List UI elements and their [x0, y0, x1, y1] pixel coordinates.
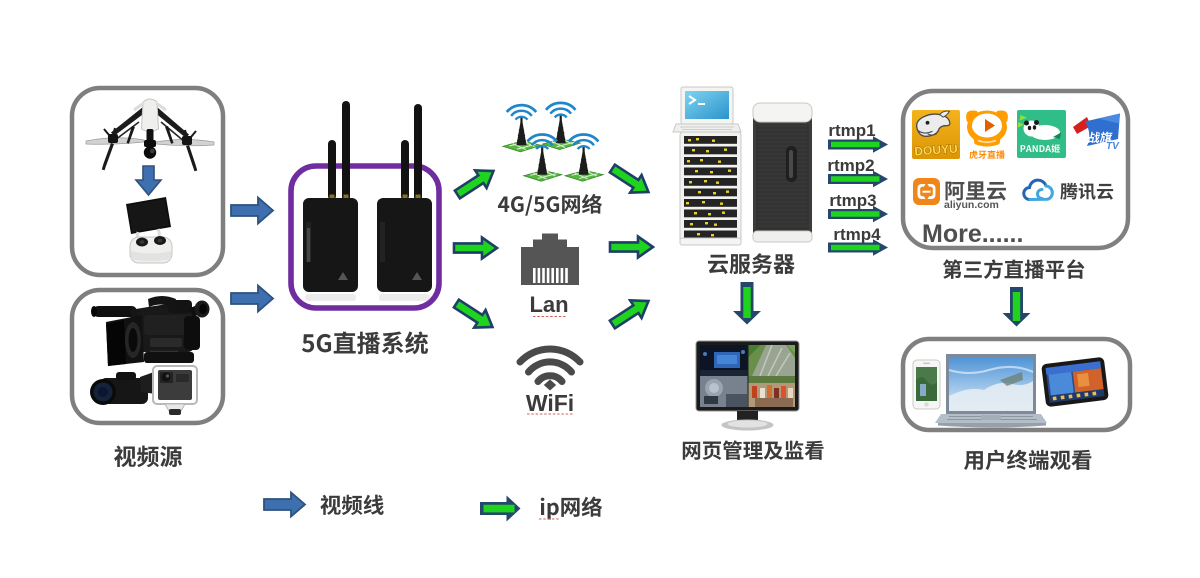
svg-text:rtmp3: rtmp3	[829, 191, 876, 210]
svg-text:DOUYU: DOUYU	[914, 142, 958, 159]
svg-text:rtmp1: rtmp1	[828, 121, 875, 140]
svg-text:rtmp4: rtmp4	[833, 225, 881, 244]
svg-text:Lan: Lan	[529, 292, 568, 317]
svg-text:aliyun.com: aliyun.com	[944, 199, 999, 211]
svg-text:TV: TV	[1106, 141, 1120, 152]
svg-text:rtmp2: rtmp2	[827, 156, 874, 175]
svg-text:WiFi: WiFi	[526, 390, 574, 416]
svg-text:More......: More......	[922, 220, 1023, 248]
